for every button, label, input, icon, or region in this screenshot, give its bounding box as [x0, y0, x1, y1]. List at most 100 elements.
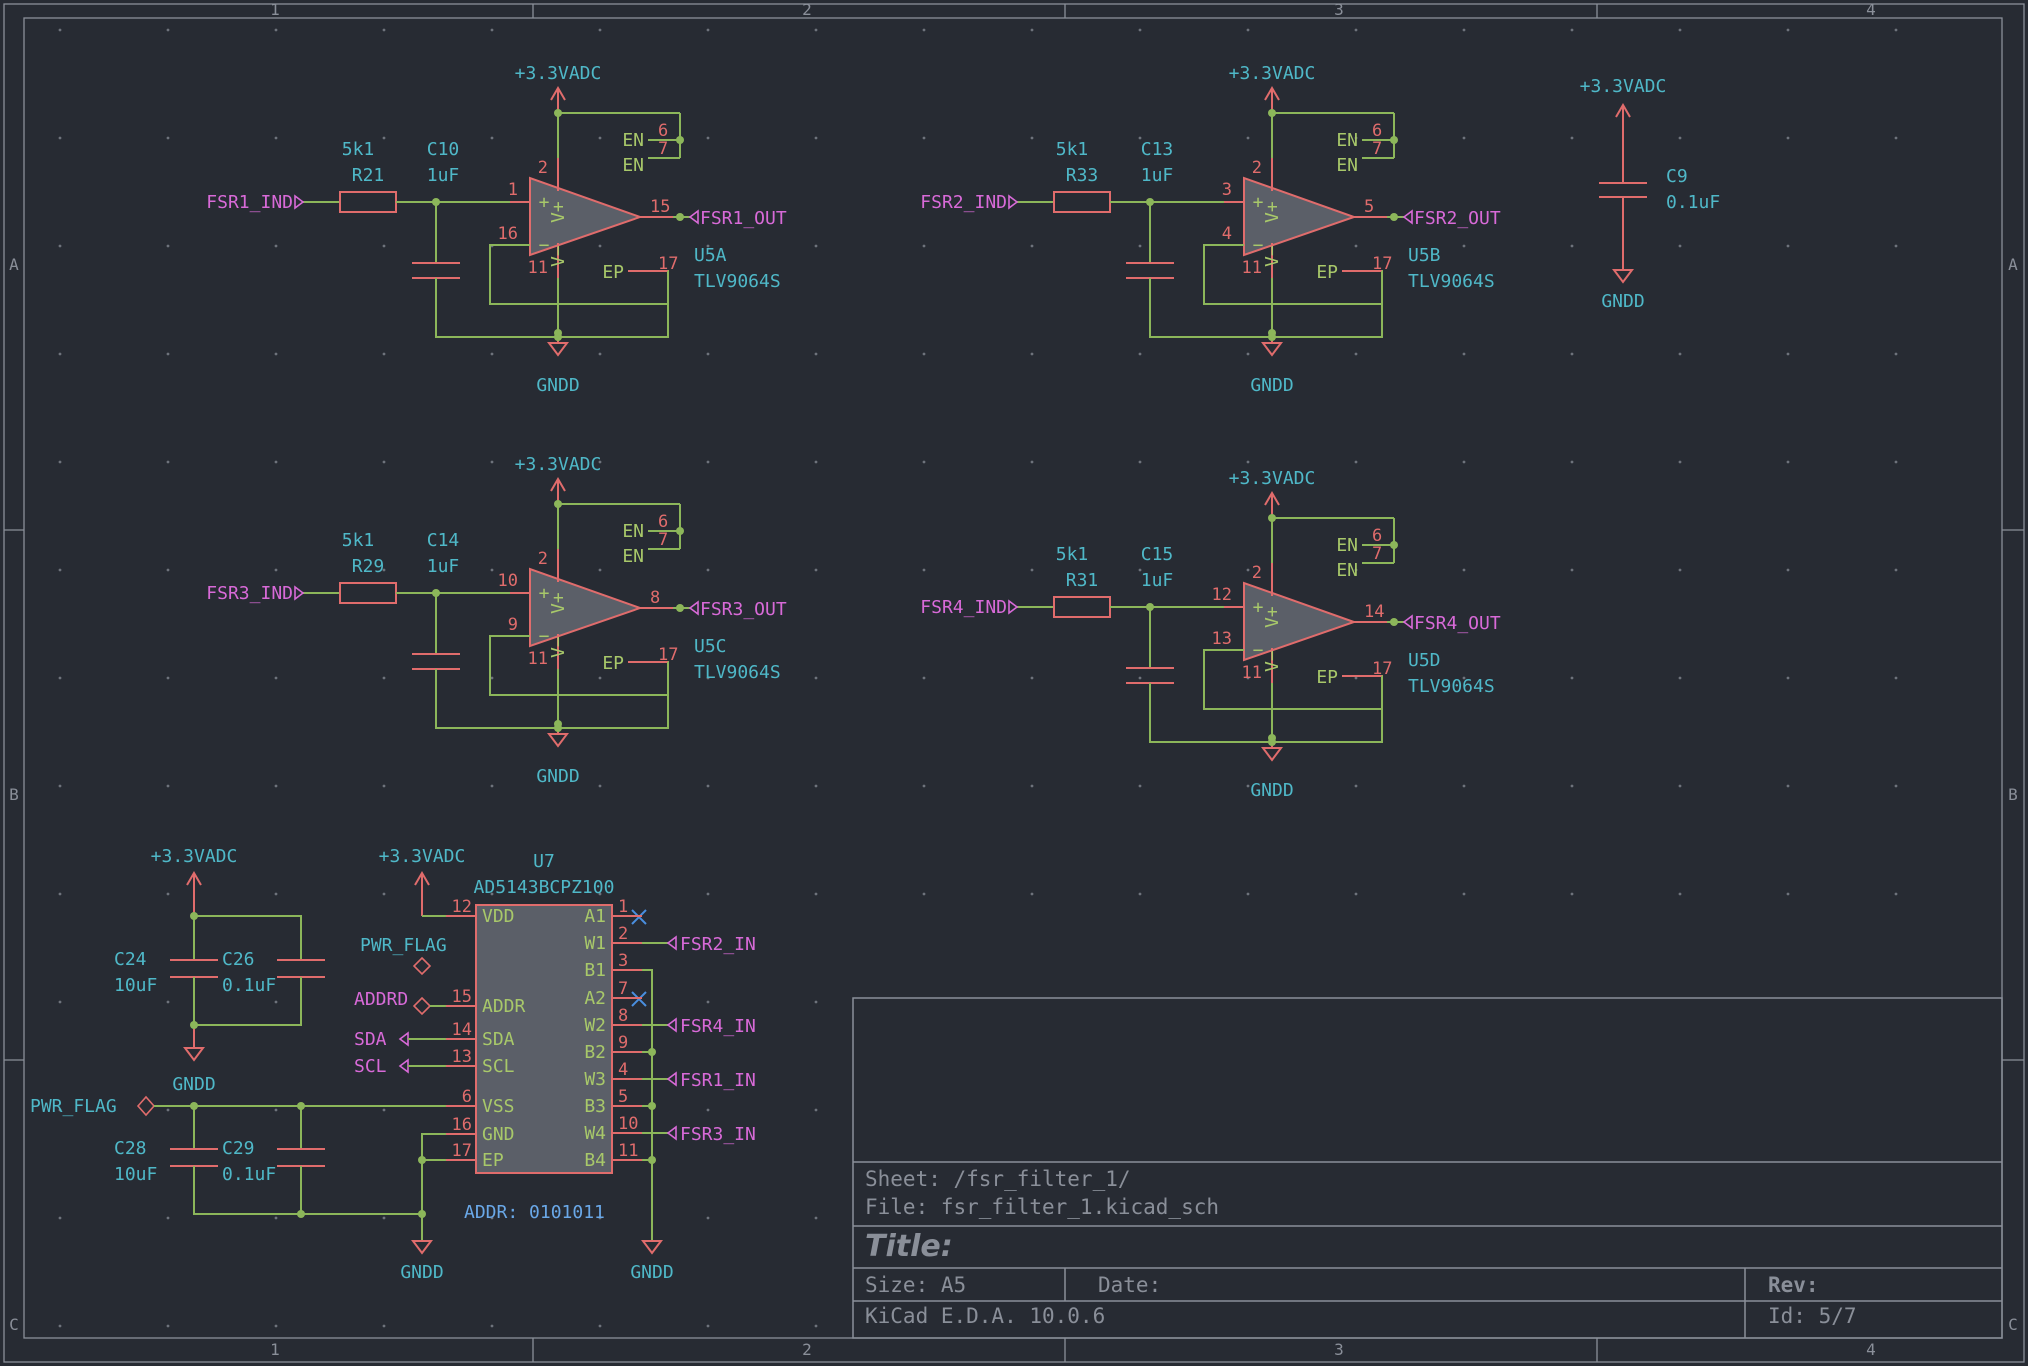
u7-right-pin-name: B4	[584, 1150, 606, 1171]
tb-id: Id: 5/7	[1768, 1304, 1857, 1328]
u7-right-pin-name: W1	[584, 933, 606, 954]
c26-ref: C26	[222, 949, 255, 970]
opamp-block-u5a[interactable]: FSR1_IND5k1R21C101uF+3.3VADCGNDD11615211…	[206, 63, 787, 396]
c9-vcc-label: +3.3VADC	[1580, 76, 1667, 97]
tb-sheet: Sheet: /fsr_filter_1/	[865, 1167, 1131, 1191]
opamp-vminus-name: V−	[548, 245, 569, 267]
opamp-pin-vcc: 2	[1252, 563, 1262, 583]
opamp-pin-ep: 17	[658, 254, 678, 274]
opamp-pin-in: 12	[1212, 585, 1232, 605]
opamp-pin-in: 10	[498, 571, 518, 591]
u7-scl-label: SCL	[354, 1056, 387, 1077]
opamp-pin-en1: 6	[658, 121, 668, 141]
u7-right-pin-num: 2	[618, 924, 628, 944]
u7-left-pin-name: EP	[482, 1150, 504, 1171]
u7-addr-note: ADDR: 0101011	[464, 1202, 605, 1223]
capacitor-ref: C10	[427, 139, 460, 160]
capacitor-value: 1uF	[427, 556, 460, 577]
c24-ref: C24	[114, 949, 147, 970]
opamp-ref: U5B	[1408, 245, 1441, 266]
u7-right-pin-name: B1	[584, 960, 606, 981]
opamp-block-u5c[interactable]: FSR3_IND5k1R29C141uF+3.3VADCGNDD10982116…	[206, 454, 787, 787]
u7-digital-pot[interactable]: U7 AD5143BCPZ100 +3.3VADC PWR_FLAG ADDRD…	[354, 846, 756, 1283]
opamp-ref: U5D	[1408, 650, 1441, 671]
opamp-en1-name: EN	[622, 521, 644, 542]
column-label-1: 1	[270, 0, 280, 19]
u7-right-pin-name: W4	[584, 1123, 606, 1144]
row-label-a: A	[9, 255, 19, 274]
decoupling-bottom[interactable]: PWR_FLAG C28 10uF C29 0.1uF	[30, 1095, 455, 1218]
opamp-pin-en2: 7	[658, 530, 668, 550]
opamp-output-label: FSR4_OUT	[1414, 613, 1501, 634]
opamp-block-u5d[interactable]: FSR4_IND5k1R31C151uF+3.3VADCGNDD12131421…	[920, 468, 1501, 801]
u7-right-pin-num: 3	[618, 951, 628, 971]
u7-left-pin-name: SCL	[482, 1056, 515, 1077]
c9-ref: C9	[1666, 166, 1688, 187]
opamp-block-u5b[interactable]: FSR2_IND5k1R33C131uF+3.3VADCGNDD34521167…	[920, 63, 1501, 396]
opamp-pin-vcc: 2	[538, 158, 548, 178]
u7-left-pin-name: ADDR	[482, 996, 526, 1017]
capacitor-value: 1uF	[1141, 570, 1174, 591]
opamp-vcc-label: +3.3VADC	[515, 63, 602, 84]
opamp-value: TLV9064S	[1408, 271, 1495, 292]
column-label-4: 4	[1866, 0, 1876, 19]
u7-left-pin-num: 17	[452, 1141, 472, 1161]
opamp-en2-name: EN	[1336, 155, 1358, 176]
u7-ref: U7	[533, 851, 555, 872]
opamp-pin-fb: 9	[508, 615, 518, 635]
opamp-ep-name: EP	[1316, 667, 1338, 688]
row-label-a-right: A	[2008, 255, 2018, 274]
opamp-value: TLV9064S	[694, 271, 781, 292]
opamp-vcc-label: +3.3VADC	[1229, 63, 1316, 84]
opamp-plus-name: +	[539, 192, 550, 213]
opamp-output-label: FSR3_OUT	[700, 599, 787, 620]
opamp-output-label: FSR1_OUT	[700, 208, 787, 229]
u7-gnd-left-label: GNDD	[400, 1262, 443, 1283]
column-label-3: 3	[1334, 0, 1344, 19]
opamp-pin-ep: 17	[658, 645, 678, 665]
c28-value: 10uF	[114, 1164, 157, 1185]
opamp-input-label: FSR4_IND	[920, 597, 1007, 618]
opamp-gnd-label: GNDD	[536, 766, 579, 787]
opamp-gnd-label: GNDD	[536, 375, 579, 396]
title-block: Sheet: /fsr_filter_1/ File: fsr_filter_1…	[852, 997, 2003, 1339]
opamp-minus-name: −	[1253, 640, 1264, 661]
u7-left-pin-name: SDA	[482, 1029, 515, 1050]
column-label-4-bottom: 4	[1866, 1340, 1876, 1359]
grid-dots	[58, 28, 1898, 1328]
row-label-c: C	[9, 1315, 19, 1334]
u7-right-pin-num: 9	[618, 1033, 628, 1053]
column-label-3-bottom: 3	[1334, 1340, 1344, 1359]
opamp-ep-name: EP	[1316, 262, 1338, 283]
opamp-pin-ep: 17	[1372, 254, 1392, 274]
resistor-ref: R29	[352, 556, 385, 577]
resistor-value: 5k1	[1056, 544, 1089, 565]
opamp-pin-en1: 6	[658, 512, 668, 532]
capacitor-ref: C14	[427, 530, 460, 551]
tb-rev: Rev:	[1768, 1273, 1819, 1297]
c26-value: 0.1uF	[222, 975, 276, 996]
opamp-en1-name: EN	[1336, 535, 1358, 556]
u7-left-pin-num: 12	[452, 897, 472, 917]
u7-left-pin-name: VSS	[482, 1096, 515, 1117]
column-label-2-bottom: 2	[802, 1340, 812, 1359]
row-label-c-right: C	[2008, 1315, 2018, 1334]
opamp-gnd-label: GNDD	[1250, 375, 1293, 396]
tb-app: KiCad E.D.A. 10.0.6	[865, 1304, 1105, 1328]
column-label-2: 2	[802, 0, 812, 19]
u7-right-pin-num: 7	[618, 979, 628, 999]
u7-right-pin-num: 8	[618, 1006, 628, 1026]
resistor-value: 5k1	[342, 139, 375, 160]
u7-right-pin-num: 5	[618, 1087, 628, 1107]
opamp-ref: U5A	[694, 245, 727, 266]
opamp-plus-name: +	[1253, 192, 1264, 213]
decoupling-top[interactable]: +3.3VADC C24 10uF C26 0.1uF GNDD	[114, 846, 325, 1095]
opamp-pin-gnd: 11	[1242, 663, 1262, 683]
u7-left-pin-num: 6	[462, 1087, 472, 1107]
tb-file: File: fsr_filter_1.kicad_sch	[865, 1195, 1219, 1219]
opamp-ep-name: EP	[602, 262, 624, 283]
u7-w2-label: FSR4_IN	[680, 1016, 756, 1037]
opamp-vminus-name: V−	[548, 636, 569, 658]
c9-decoupling[interactable]: +3.3VADC C9 0.1uF GNDD	[1580, 76, 1721, 312]
